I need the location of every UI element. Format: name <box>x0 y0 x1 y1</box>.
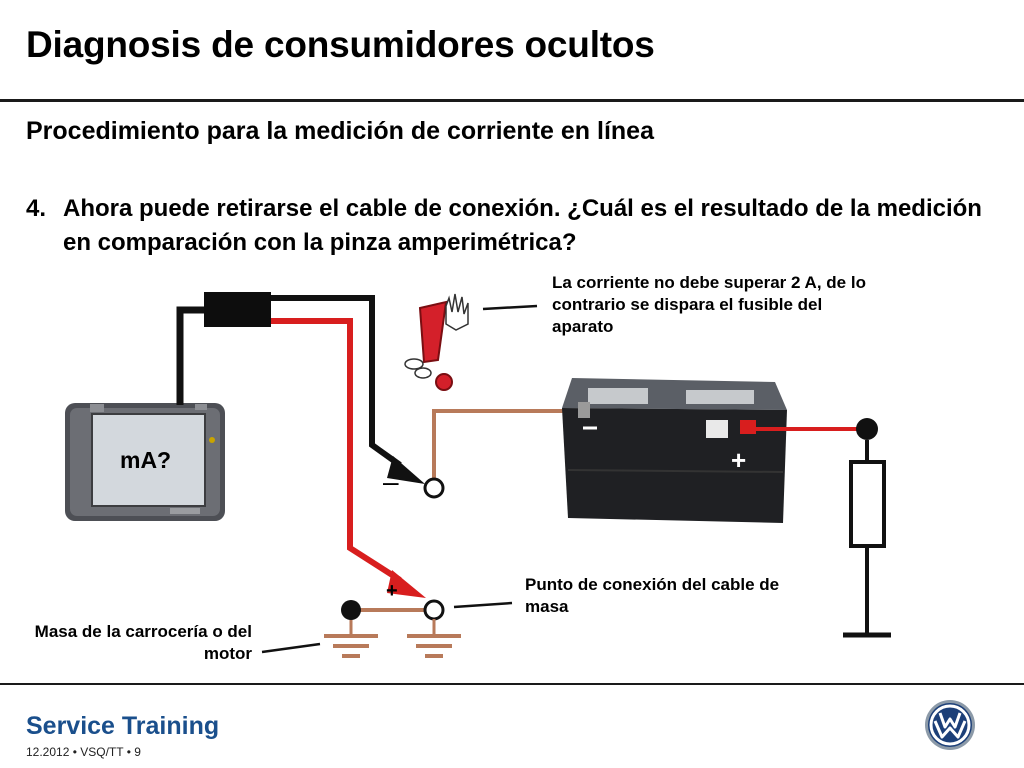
note-current-limit: La corriente no debe superar 2 A, de lo … <box>552 273 866 336</box>
negative-wire-upper <box>268 295 402 468</box>
plus-symbol-ground: + <box>386 580 398 602</box>
ground-cable-point <box>423 599 445 621</box>
brand-name: Service Training <box>26 712 220 740</box>
fuse-icon <box>204 292 271 327</box>
meter-reading: mA? <box>120 447 172 473</box>
minus-symbol: – <box>383 466 399 497</box>
vw-logo-icon <box>925 700 975 750</box>
positive-probe-tip <box>387 570 426 598</box>
tester-device-icon <box>65 403 225 521</box>
battery-negative-cable <box>432 409 583 480</box>
note-ground-point: Punto de conexión del cable de masa <box>525 575 780 616</box>
slide-subtitle: Procedimiento para la medición de corrie… <box>26 117 654 145</box>
warning-exclamation-hand-icon <box>404 293 469 391</box>
resistor-symbol-icon <box>849 460 886 548</box>
negative-wire <box>176 306 206 405</box>
footer-info: 12.2012 • VSQ/TT • 9 <box>26 745 141 759</box>
load-connection-point <box>856 418 878 440</box>
callout-line-current <box>482 304 538 311</box>
note-body-ground: Masa de la carrocería o del motor <box>34 622 252 663</box>
ground-symbol-icon <box>324 634 461 658</box>
car-battery-icon <box>562 378 787 523</box>
negative-probe-tip <box>387 456 425 484</box>
negative-terminal-point <box>423 477 445 499</box>
battery-plus-symbol: + <box>731 445 747 475</box>
header-divider <box>0 99 1024 102</box>
step-number: 4. <box>26 195 47 222</box>
step-text: Ahora puede retirarse el cable de conexi… <box>63 195 982 256</box>
callout-line-ground-point <box>453 601 513 609</box>
body-ground-point <box>341 600 361 620</box>
callout-line-body-ground <box>261 642 321 654</box>
footer-divider <box>0 683 1024 685</box>
slide-title: Diagnosis de consumidores ocultos <box>26 24 655 65</box>
positive-wire <box>271 318 402 583</box>
